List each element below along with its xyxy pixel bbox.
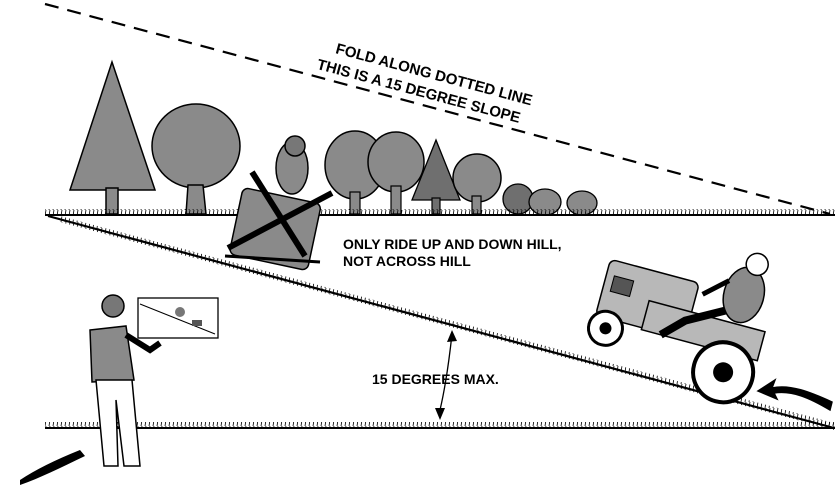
lower-grass	[45, 422, 835, 428]
tree-row	[68, 59, 598, 216]
fold-instruction: FOLD ALONG DOTTED LINE THIS IS A 15 DEGR…	[315, 40, 534, 126]
ride-instruction-line2: NOT ACROSS HILL	[343, 253, 471, 269]
booklet-icon	[137, 297, 219, 339]
person-holding-guide	[20, 294, 219, 485]
pine-tree-small	[411, 138, 461, 215]
tree-round-1	[151, 103, 241, 215]
tree-round-4	[452, 153, 502, 215]
curved-arrow-icon	[756, 378, 833, 412]
prohibited-x-icon	[226, 170, 334, 258]
ride-instruction-line1: ONLY RIDE UP AND DOWN HILL,	[343, 236, 562, 252]
lawn-tractor-rider	[586, 252, 769, 405]
upper-grass	[45, 209, 835, 215]
angle-indicator	[435, 330, 457, 420]
pine-tree-large	[68, 59, 157, 215]
fold-dotted-line	[44, 2, 831, 216]
max-angle-label: 15 DEGREES MAX.	[372, 371, 499, 387]
tree-round-3	[367, 131, 425, 215]
